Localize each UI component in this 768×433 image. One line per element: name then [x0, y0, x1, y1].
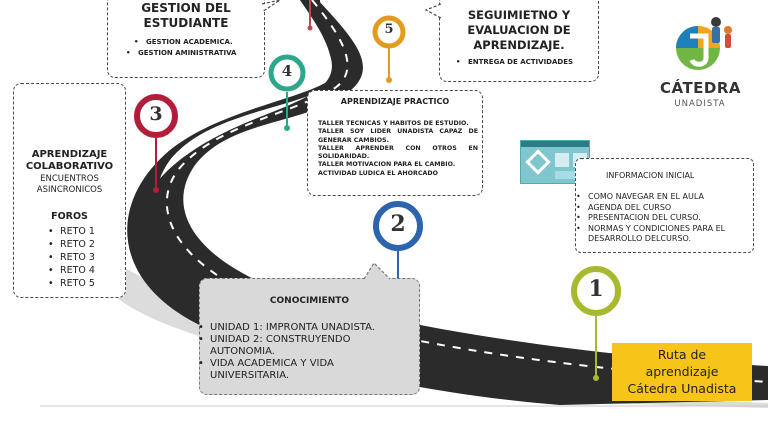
informacion-item: NORMAS Y CONDICIONES PARA EL DESARROLLO …: [576, 224, 751, 245]
marker-number-3: 3: [149, 103, 163, 125]
foros-label: FOROS: [51, 211, 88, 222]
pin-ring-2: [373, 201, 423, 251]
retos-list: RETO 1 RETO 2 RETO 3 RETO 4 RETO 5: [48, 225, 95, 290]
marker-number-2: 2: [390, 211, 406, 237]
seguimiento-list: ENTREGA DE ACTIVIDADES: [456, 58, 573, 66]
gestion-list: GESTION ACADEMICA. GESTION AMINISTRATIVA: [126, 37, 237, 59]
marker-number-1: 1: [588, 276, 604, 302]
seguimiento-title-line2: EVALUACION DE: [467, 23, 571, 37]
callout-conocimiento: CONOCIMIENTO UNIDAD 1: IMPRONTA UNADISTA…: [198, 278, 420, 395]
pin-dot-4: [284, 125, 290, 131]
practico-item: ACTIVIDAD LUDICA EL AHORCADO: [318, 169, 438, 177]
seguimiento-title-line1: SEGUIMIETNO Y: [467, 8, 571, 22]
informacion-item: PRESENTACION DEL CURSO.: [576, 213, 751, 224]
road-center-line: [165, 0, 768, 383]
reto-item: RETO 4: [48, 264, 95, 277]
catedra-logo: CÁTEDRA UNADISTA: [660, 6, 742, 116]
callout-seguimiento: SEGUIMIETNO Y EVALUACION DE APRENDIZAJE.…: [439, 0, 599, 82]
callout-aprendizaje-colaborativo: APRENDIZAJE COLABORATIVO ENCUENTROS ASIN…: [13, 83, 126, 298]
reto-item: RETO 3: [48, 251, 95, 264]
callout-informacion-inicial: INFORMACION INICIAL COMO NAVEGAR EN EL A…: [575, 158, 754, 253]
ruta-line3: Cátedra Unadista: [627, 381, 737, 396]
practico-title: APRENDIZAJE PRACTICO: [340, 97, 450, 106]
gestion-title-line2: ESTUDIANTE: [143, 16, 229, 30]
gestion-item: GESTION AMINISTRATIVA: [126, 48, 237, 59]
practico-item: TALLER MOTIVACION PARA EL CAMBIO.: [318, 161, 456, 169]
ruta-line2: aprendizaje: [645, 364, 719, 379]
colaborativo-title-line1: APRENDIZAJE: [31, 149, 108, 160]
seguimiento-callout-tail: [424, 3, 442, 19]
conocimiento-item: UNIDAD 2: CONSTRUYENDO AUTONOMIA.: [198, 334, 410, 358]
marker-number-4: 4: [281, 62, 293, 80]
pin-dot-1: [593, 375, 599, 381]
conocimiento-item: VIDA ACADEMICA Y VIDA UNIVERSITARIA.: [198, 358, 410, 382]
conocimiento-item: UNIDAD 1: IMPRONTA UNADISTA.: [198, 322, 410, 334]
informacion-list: COMO NAVEGAR EN EL AULA AGENDA DEL CURSO…: [576, 192, 751, 245]
reto-item: RETO 5: [48, 277, 95, 290]
ruta-aprendizaje-box: Ruta de aprendizaje Cátedra Unadista: [612, 343, 752, 401]
seguimiento-item: ENTREGA DE ACTIVIDADES: [456, 58, 573, 66]
logo-line1: CÁTEDRA: [660, 79, 742, 97]
logo-line2: UNADISTA: [674, 99, 726, 109]
gestion-callout-tail: [262, 0, 281, 13]
seguimiento-title-line3: APRENDIZAJE.: [473, 38, 565, 52]
reto-item: RETO 2: [48, 238, 95, 251]
pin-dot-3: [153, 187, 159, 193]
pin-dot-5: [386, 77, 392, 83]
pin-ring-3: [134, 94, 178, 138]
gestion-title-line1: GESTION DEL: [141, 1, 231, 15]
informacion-item: AGENDA DEL CURSO: [576, 203, 751, 214]
colaborativo-sub-line2: ASINCRONICOS: [36, 185, 103, 195]
pin-ring-1: [571, 266, 621, 316]
pin-ring-4: [268, 54, 306, 92]
callout-gestion-estudiante: GESTION DEL ESTUDIANTE GESTION ACADEMICA…: [107, 0, 265, 78]
pin-ring-5: [372, 15, 406, 49]
informacion-title: INFORMACION INICIAL: [606, 171, 695, 180]
catedra-logo-emblem: [676, 17, 732, 70]
colaborativo-sub-line1: ENCUENTROS: [40, 174, 99, 184]
conocimiento-list: UNIDAD 1: IMPRONTA UNADISTA. UNIDAD 2: C…: [198, 322, 410, 382]
pin-dot-top: [307, 25, 313, 31]
practico-item: TALLER APRENDER CON OTROS EN SOLIDARIDAD…: [318, 144, 478, 161]
ruta-line1: Ruta de: [657, 347, 707, 362]
colaborativo-title-line2: COLABORATIVO: [25, 161, 114, 172]
practico-item: TALLER SOY LIDER UNADISTA CAPAZ DE GENER…: [318, 128, 478, 144]
informacion-item: COMO NAVEGAR EN EL AULA: [576, 192, 751, 203]
reto-item: RETO 1: [48, 225, 95, 238]
practico-list: TALLER TECNICAS Y HABITOS DE ESTUDIO. TA…: [318, 120, 478, 178]
marker-number-5: 5: [384, 22, 394, 37]
conocimiento-title: CONOCIMIENTO: [269, 296, 350, 306]
gestion-item: GESTION ACADEMICA.: [134, 37, 236, 48]
callout-aprendizaje-practico: APRENDIZAJE PRACTICO TALLER TECNICAS Y H…: [307, 90, 483, 196]
practico-item: TALLER TECNICAS Y HABITOS DE ESTUDIO.: [318, 120, 469, 127]
conocimiento-callout-tail: [363, 262, 391, 280]
